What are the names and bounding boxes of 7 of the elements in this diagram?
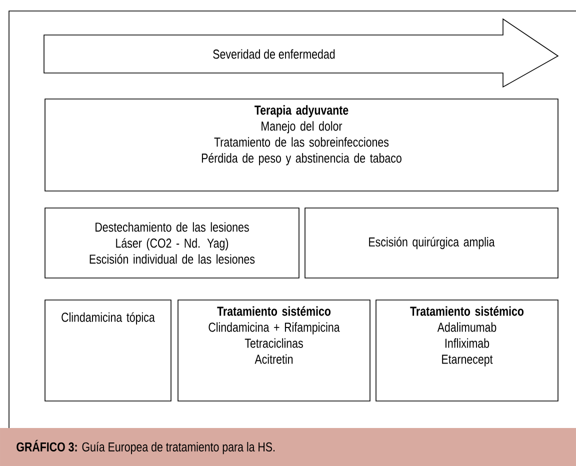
treatment-box: Tratamiento sistémico Adalimumab Infliximab Etarnecept: [376, 300, 558, 402]
caption-band: GRÁFICO 3: Guía Europea de tratamiento para la HS.: [0, 428, 576, 466]
treatment-box: Destechamiento de las lesiones Láser (CO2 - Nd. Yag) Escisión individual de las lesiones: [44, 208, 300, 278]
therapy-box: Terapia adyuvante Manejo del dolor Tratamiento de las sobreinfecciones Pérdida de peso y abstinencia de tabaco: [44, 98, 558, 192]
treatment-box: Escisión quirúrgica amplia: [304, 208, 558, 278]
treatment-box: Clindamicina tópica: [44, 300, 172, 402]
treatment-box: Tratamiento sistémico Clindamicina + Rifampicina Tetraciclinas Acitretin: [178, 300, 370, 402]
